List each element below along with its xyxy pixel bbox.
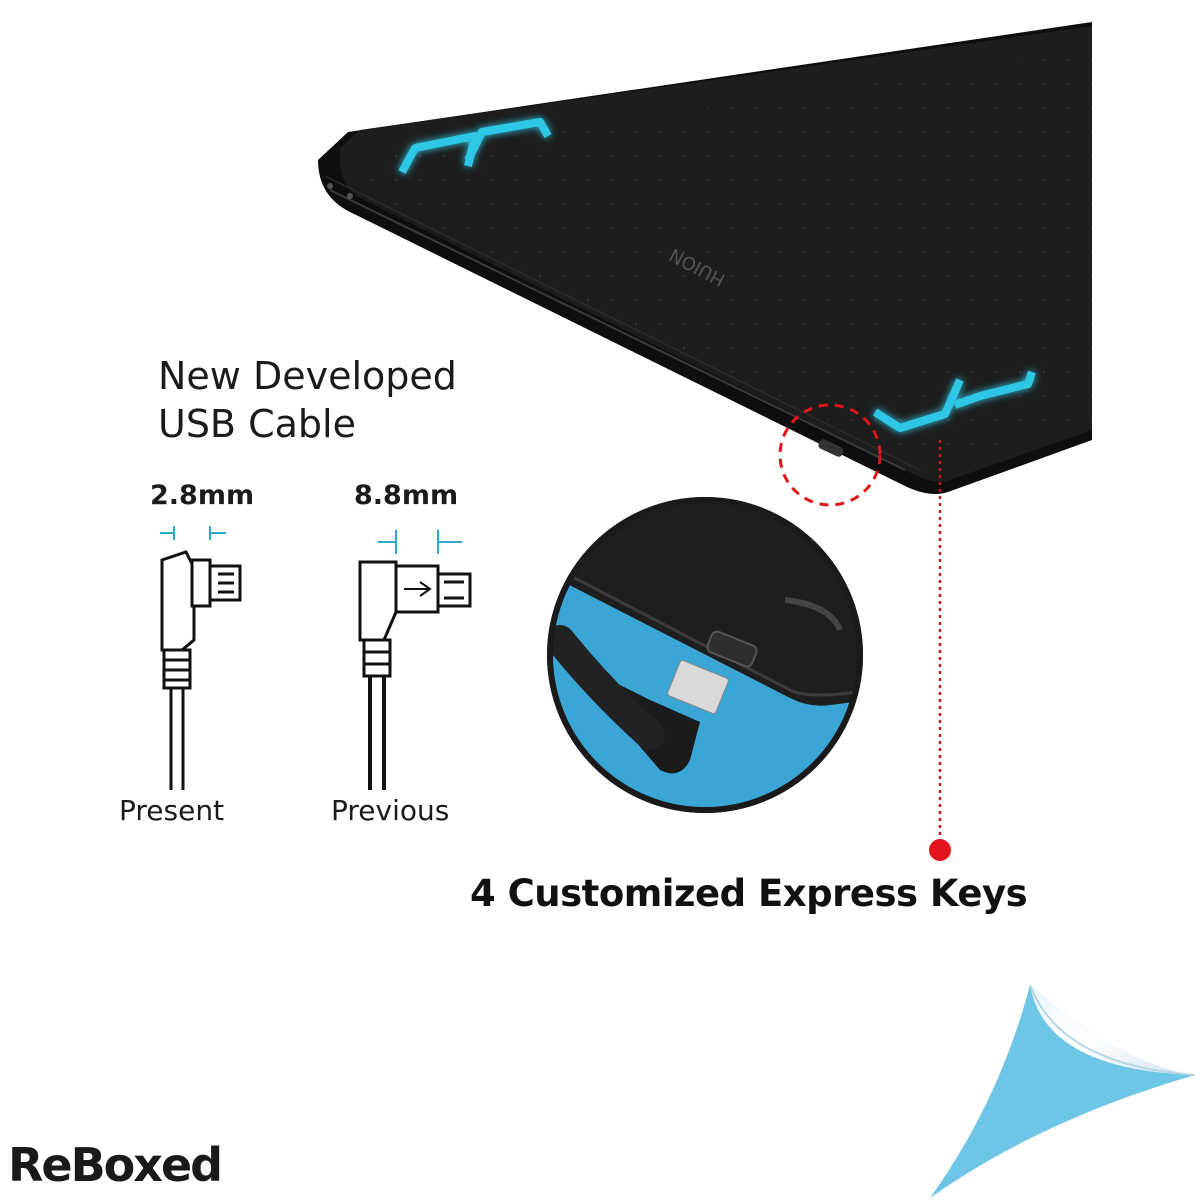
reboxed-logo: ReBoxed [8, 1138, 223, 1192]
present-width-label: 2.8mm [150, 480, 255, 511]
express-keys-top [398, 118, 552, 174]
usb-cable-heading: New Developed USB Cable [158, 352, 457, 448]
port-highlight-circle [778, 403, 882, 507]
present-cable-drawing [160, 526, 242, 790]
express-key-2 [464, 118, 552, 162]
express-key-3 [872, 378, 964, 432]
express-keys-title: 4 Customized Express Keys [470, 872, 1028, 915]
heading-line-1: New Developed [158, 354, 457, 398]
heading-line-2: USB Cable [158, 402, 356, 446]
page-peel-corner [930, 984, 1196, 1198]
port-zoom-view [547, 497, 863, 813]
present-cable-label: Present [119, 794, 225, 827]
previous-width-label: 8.8mm [354, 480, 459, 511]
previous-cable-label: Previous [331, 794, 450, 827]
usb-port [818, 439, 844, 457]
express-keys-bottom [872, 370, 1036, 432]
express-keys-marker [929, 839, 951, 861]
tablet: HUION [318, 22, 1092, 494]
previous-cable-drawing [358, 530, 472, 790]
express-key-4 [953, 370, 1036, 409]
